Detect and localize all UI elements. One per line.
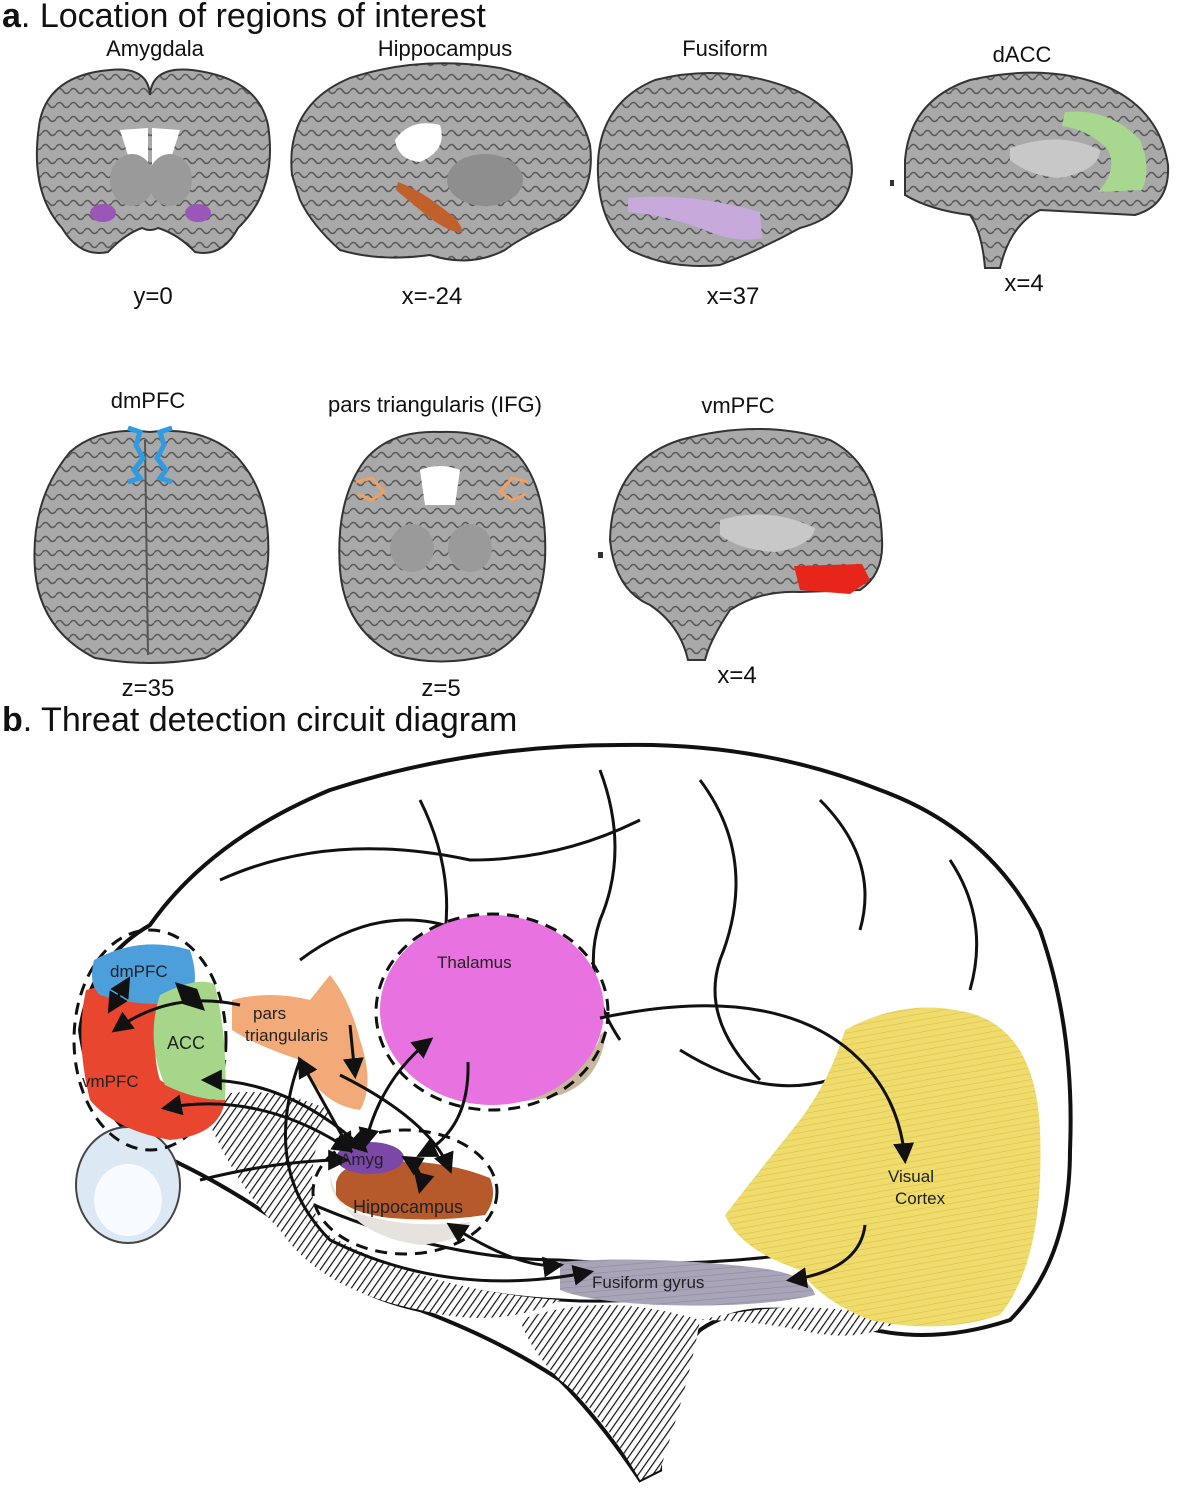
slice-fusiform bbox=[596, 71, 854, 267]
label-visual-line1: Visual bbox=[888, 1167, 934, 1186]
cerebellum-hatch bbox=[520, 1305, 700, 1480]
panel-a-letter: a bbox=[2, 0, 21, 35]
panel-a-heading: a. Location of regions of interest bbox=[2, 0, 486, 34]
slice-title-pars-triangularis: pars triangularis (IFG) bbox=[328, 392, 542, 417]
label-dmpfc: dmPFC bbox=[110, 962, 168, 981]
coord-dmpfc: z=35 bbox=[121, 675, 175, 702]
hippocampus-shadow bbox=[330, 1175, 470, 1245]
label-vmpfc: vmPFC bbox=[82, 1072, 139, 1091]
region-fusiform bbox=[560, 1259, 815, 1306]
coord-dacc: x=4 bbox=[1004, 270, 1044, 297]
label-fusiform: Fusiform gyrus bbox=[592, 1273, 704, 1292]
panel-a-title: . Location of regions of interest bbox=[20, 0, 486, 35]
coord-amygdala: y=0 bbox=[133, 283, 173, 310]
slice-vmpfc bbox=[598, 428, 884, 661]
slice-title-dacc: dACC bbox=[992, 42, 1052, 67]
lower-hatch bbox=[700, 1307, 900, 1336]
slice-dacc bbox=[890, 71, 1170, 269]
panel-b-title: . Threat detection circuit diagram bbox=[22, 701, 518, 739]
circuit-arrows bbox=[107, 976, 915, 1289]
thalamus-dashed-boundary bbox=[374, 912, 610, 1112]
pfc-dashed-boundary bbox=[72, 928, 228, 1152]
label-pars-line2: triangularis bbox=[245, 1026, 328, 1045]
label-amyg: Amyg bbox=[340, 1150, 383, 1169]
region-visual-cortex bbox=[725, 1007, 1041, 1327]
slice-hippocampus bbox=[290, 62, 592, 262]
coord-fusiform: x=37 bbox=[706, 283, 760, 310]
region-thalamus-shadow bbox=[440, 1030, 606, 1103]
slice-title-dmpfc: dmPFC bbox=[110, 388, 186, 413]
panel-b-heading: b. Threat detection circuit diagram bbox=[2, 702, 517, 738]
coord-vmpfc: x=4 bbox=[717, 662, 757, 689]
slice-title-fusiform: Fusiform bbox=[682, 36, 768, 61]
region-thalamus bbox=[380, 915, 604, 1105]
label-pars-line1: pars bbox=[253, 1004, 286, 1023]
label-acc: ACC bbox=[167, 1033, 205, 1053]
slice-title-vmpfc: vmPFC bbox=[701, 393, 775, 418]
slice-pars-triangularis bbox=[338, 430, 547, 663]
eye-highlight bbox=[94, 1164, 162, 1236]
slice-dmpfc bbox=[33, 425, 270, 664]
coord-pars-triangularis: z=5 bbox=[421, 675, 461, 702]
slice-amygdala bbox=[35, 68, 271, 254]
slice-title-amygdala: Amygdala bbox=[106, 36, 204, 61]
label-thalamus: Thalamus bbox=[437, 953, 512, 972]
panel-b-letter: b bbox=[2, 701, 23, 739]
slice-title-hippocampus: Hippocampus bbox=[377, 36, 513, 61]
coord-hippocampus: x=-24 bbox=[401, 283, 463, 310]
label-hippocampus: Hippocampus bbox=[353, 1197, 463, 1217]
label-visual-line2: Cortex bbox=[895, 1189, 946, 1208]
